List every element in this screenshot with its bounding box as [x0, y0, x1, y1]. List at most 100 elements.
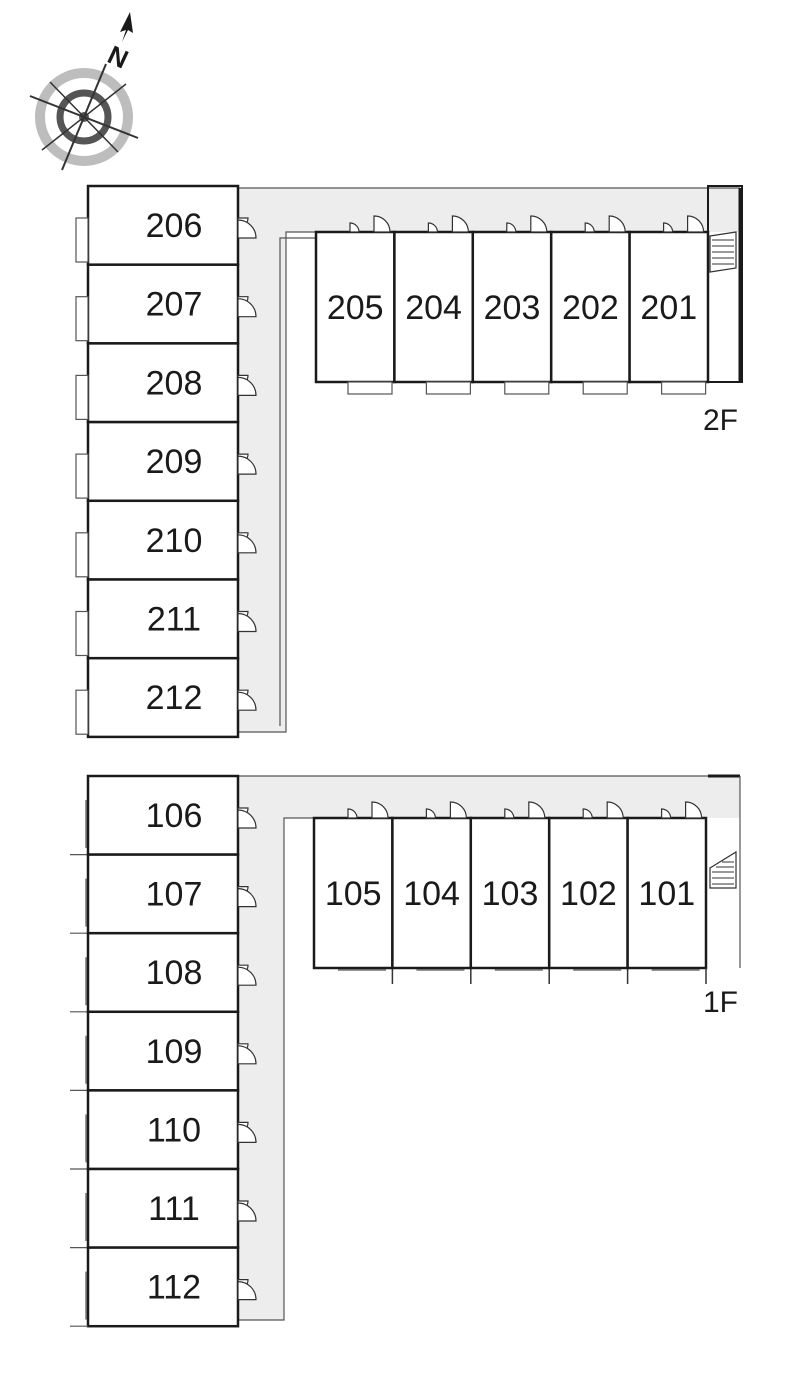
unit-outline: [86, 1010, 240, 1092]
door-icon: [373, 215, 391, 233]
balcony: [75, 532, 89, 578]
unit-104[interactable]: 104: [391, 801, 473, 984]
door-icon: [237, 1202, 257, 1222]
balcony: [75, 374, 89, 420]
unit-207[interactable]: 207: [75, 263, 257, 345]
unit-103[interactable]: 103: [469, 801, 551, 984]
door-icon: [584, 222, 595, 233]
unit-106[interactable]: 106: [70, 774, 257, 856]
door-icon: [237, 966, 257, 986]
unit-210[interactable]: 210: [75, 499, 257, 581]
unit-209[interactable]: 209: [75, 420, 257, 503]
door-icon: [237, 219, 257, 239]
unit-number: 109: [146, 1033, 203, 1071]
door-icon: [608, 215, 626, 233]
balcony: [425, 381, 471, 395]
door-icon: [237, 376, 257, 396]
unit-outline: [469, 816, 551, 970]
door-icon: [528, 801, 546, 819]
unit-204[interactable]: 204: [393, 215, 475, 395]
balcony: [660, 381, 707, 395]
unit-101[interactable]: 101: [626, 801, 708, 984]
unit-108[interactable]: 108: [70, 931, 257, 1014]
unit-number: 102: [560, 875, 617, 913]
door-icon: [349, 222, 360, 233]
unit-number: 207: [146, 286, 203, 324]
unit-number: 111: [148, 1190, 200, 1228]
unit-outline: [86, 1167, 240, 1249]
door-icon: [606, 801, 624, 819]
unit-211[interactable]: 211: [75, 578, 257, 660]
unit-number: 211: [147, 601, 201, 639]
unit-outline: [393, 230, 475, 384]
unit-number: 112: [147, 1269, 201, 1307]
unit-110[interactable]: 110: [70, 1089, 257, 1171]
door-icon: [237, 1280, 257, 1301]
floor-label-2f: 2F: [703, 404, 738, 437]
balcony: [75, 689, 89, 735]
unit-109[interactable]: 109: [70, 1010, 257, 1092]
balcony: [347, 381, 393, 395]
door-icon: [425, 808, 437, 819]
door-icon: [504, 808, 515, 819]
unit-number: 104: [403, 875, 460, 913]
door-icon: [451, 215, 470, 233]
unit-outline: [391, 816, 473, 970]
unit-outline: [86, 1246, 240, 1328]
door-icon: [685, 801, 703, 819]
door-icon: [237, 691, 257, 711]
unit-number: 101: [638, 875, 695, 913]
balcony: [75, 453, 89, 499]
unit-outline: [86, 420, 240, 503]
door-icon: [237, 809, 257, 829]
unit-number: 204: [405, 289, 462, 327]
door-icon: [687, 215, 705, 233]
door-icon: [663, 222, 674, 233]
unit-102[interactable]: 102: [547, 801, 629, 984]
unit-number: 205: [327, 289, 384, 327]
staircase-icon: [709, 850, 737, 889]
unit-107[interactable]: 107: [70, 853, 257, 935]
door-icon: [237, 298, 257, 318]
unit-212[interactable]: 212: [75, 656, 257, 739]
unit-105[interactable]: 105: [312, 801, 394, 984]
floor-1f: 106 107 108 109 110 111 112 105 104 103 102 101 1F: [70, 774, 741, 1328]
door-icon: [661, 808, 672, 819]
unit-number: 103: [482, 875, 539, 913]
door-icon: [371, 801, 389, 819]
staircase-icon: [709, 231, 737, 273]
unit-203[interactable]: 203: [471, 215, 553, 395]
unit-111[interactable]: 111: [70, 1167, 257, 1249]
door-icon: [237, 534, 257, 554]
unit-number: 107: [146, 876, 203, 914]
floor-label-1f: 1F: [703, 986, 738, 1019]
unit-201[interactable]: 201: [628, 215, 710, 395]
unit-outline: [86, 578, 240, 660]
unit-outline: [86, 342, 240, 424]
door-icon: [237, 1123, 257, 1143]
unit-number: 209: [146, 443, 203, 481]
compass-rose-icon: N: [29, 12, 139, 171]
unit-206[interactable]: 206: [75, 184, 257, 266]
unit-outline: [86, 656, 240, 739]
door-icon: [237, 612, 257, 633]
unit-205[interactable]: 205: [314, 215, 396, 395]
balcony: [75, 610, 89, 657]
unit-outline: [86, 1089, 240, 1171]
unit-outline: [628, 230, 710, 384]
unit-number: 203: [484, 289, 541, 327]
unit-outline: [314, 230, 396, 384]
unit-number: 212: [146, 679, 203, 717]
door-icon: [506, 222, 517, 233]
balcony: [582, 381, 628, 395]
door-icon: [582, 808, 593, 819]
unit-202[interactable]: 202: [549, 215, 631, 395]
unit-number: 108: [146, 954, 203, 992]
unit-208[interactable]: 208: [75, 342, 257, 424]
door-icon: [237, 455, 257, 475]
unit-number: 110: [147, 1111, 201, 1149]
unit-number: 105: [325, 875, 382, 913]
unit-112[interactable]: 112: [70, 1246, 257, 1328]
